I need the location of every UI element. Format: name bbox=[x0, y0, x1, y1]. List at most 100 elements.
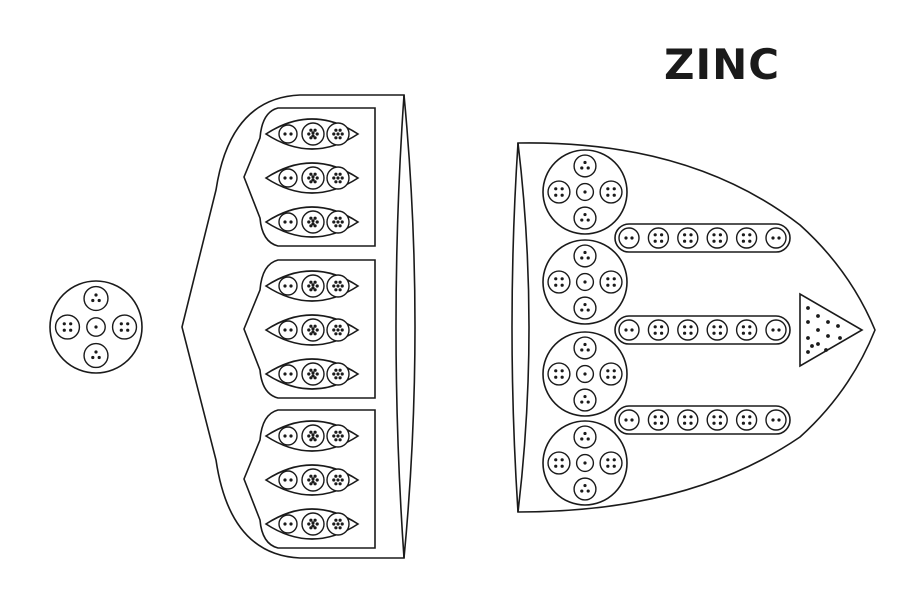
small-circle bbox=[735, 319, 758, 341]
dot bbox=[313, 172, 317, 176]
small-circle bbox=[301, 166, 325, 190]
dot bbox=[586, 348, 590, 352]
dot bbox=[307, 328, 311, 332]
small-circle-outline bbox=[54, 314, 81, 340]
dot bbox=[606, 277, 610, 281]
triangle-group bbox=[799, 292, 864, 368]
rod-outline bbox=[614, 405, 791, 435]
dot bbox=[313, 474, 317, 478]
small-circle-outline bbox=[573, 244, 597, 268]
dot bbox=[336, 132, 340, 136]
dot bbox=[309, 332, 313, 336]
dot bbox=[580, 348, 584, 352]
dot bbox=[307, 434, 311, 438]
small-circle bbox=[278, 276, 298, 296]
small-circle bbox=[706, 319, 728, 341]
flower-group bbox=[542, 331, 628, 417]
dot bbox=[315, 522, 319, 526]
dot bbox=[334, 526, 338, 530]
small-circle-outline bbox=[573, 477, 597, 501]
dot bbox=[336, 284, 340, 288]
dot bbox=[91, 355, 95, 360]
dot bbox=[777, 418, 781, 422]
dot bbox=[630, 236, 634, 240]
dot bbox=[554, 283, 558, 287]
dot bbox=[313, 376, 317, 380]
dot bbox=[311, 286, 315, 290]
dot bbox=[315, 372, 319, 376]
small-circle-outline bbox=[765, 319, 787, 341]
dot bbox=[340, 132, 344, 136]
dot bbox=[836, 324, 840, 328]
dot bbox=[338, 280, 342, 284]
dot bbox=[806, 350, 810, 354]
dot bbox=[289, 284, 293, 288]
rod-outline bbox=[614, 223, 791, 253]
small-circle bbox=[278, 426, 298, 446]
dot bbox=[586, 166, 590, 170]
dot bbox=[313, 136, 317, 140]
dot bbox=[338, 180, 342, 184]
dot bbox=[777, 236, 781, 240]
small-circle bbox=[54, 314, 81, 340]
dot bbox=[313, 332, 317, 336]
lens-group bbox=[264, 420, 360, 452]
dot bbox=[583, 342, 587, 347]
dot bbox=[313, 180, 317, 184]
dot bbox=[612, 458, 616, 462]
dot bbox=[97, 355, 101, 360]
dot bbox=[309, 482, 313, 486]
dot bbox=[94, 325, 98, 329]
dot bbox=[338, 332, 342, 336]
small-circle bbox=[575, 453, 595, 473]
dot bbox=[554, 375, 558, 379]
dot bbox=[307, 478, 311, 482]
small-circle bbox=[547, 270, 571, 294]
dot bbox=[283, 522, 287, 526]
small-circle bbox=[301, 318, 325, 342]
small-circle bbox=[706, 227, 728, 249]
lens-group bbox=[264, 270, 360, 302]
small-circle bbox=[301, 210, 325, 234]
dot bbox=[624, 328, 628, 332]
dot bbox=[332, 434, 336, 438]
dot bbox=[683, 239, 687, 243]
small-circle bbox=[278, 212, 298, 232]
small-circle-outline bbox=[735, 319, 758, 341]
small-circle-outline bbox=[706, 319, 728, 341]
dot bbox=[826, 334, 830, 338]
dot bbox=[334, 180, 338, 184]
small-circle bbox=[573, 477, 597, 501]
dot bbox=[660, 325, 664, 329]
dot bbox=[338, 482, 342, 486]
dot bbox=[826, 320, 830, 324]
flower-group bbox=[49, 280, 143, 374]
small-circle bbox=[647, 319, 670, 341]
dot bbox=[612, 187, 616, 191]
dot bbox=[309, 368, 313, 372]
dot bbox=[334, 324, 338, 328]
dot bbox=[583, 372, 587, 376]
dot bbox=[289, 372, 293, 376]
dot bbox=[606, 458, 610, 462]
small-circle-outline bbox=[278, 276, 298, 296]
dot bbox=[332, 372, 336, 376]
dot bbox=[338, 172, 342, 176]
dot bbox=[340, 434, 344, 438]
dot bbox=[806, 306, 810, 310]
triangle-outline bbox=[799, 292, 864, 368]
dot bbox=[313, 216, 317, 220]
dot bbox=[718, 421, 723, 425]
small-circle bbox=[647, 409, 670, 431]
dot bbox=[309, 224, 313, 228]
dot bbox=[689, 325, 693, 329]
dot bbox=[94, 293, 98, 297]
small-circle bbox=[618, 409, 640, 431]
dot bbox=[338, 288, 342, 292]
dot bbox=[309, 288, 313, 292]
dot bbox=[332, 220, 336, 224]
shield-panel bbox=[243, 107, 376, 247]
dot bbox=[315, 328, 319, 332]
dot bbox=[583, 431, 587, 436]
dot bbox=[586, 256, 590, 260]
